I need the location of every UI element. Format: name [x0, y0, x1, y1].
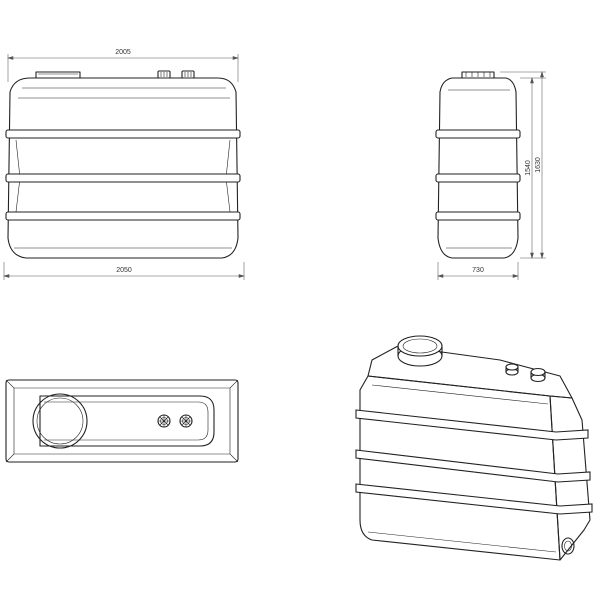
front-fittings: [157, 70, 195, 79]
side-tank-body: [437, 77, 519, 259]
front-filler-cap: [35, 71, 81, 79]
side-view: 730 1540 1630: [435, 71, 546, 280]
isometric-view: [355, 335, 593, 561]
iso-bands: [355, 409, 593, 515]
side-bands: [435, 129, 521, 221]
iso-side-face: [549, 395, 591, 561]
dim-label-2050: 2050: [116, 267, 132, 274]
top-outer-outline: [5, 379, 239, 463]
dim-label-1630: 1630: [535, 157, 542, 173]
iso-outlet: [561, 537, 575, 555]
dim-front-top: 2005: [7, 49, 239, 82]
top-view: [5, 379, 239, 463]
dim-side-height: 1540 1630: [500, 71, 546, 259]
front-bands: [5, 129, 241, 221]
top-fittings: [157, 414, 193, 428]
iso-front-face: [359, 375, 561, 561]
top-filler-opening: [32, 393, 88, 449]
dim-label-2005: 2005: [115, 49, 131, 56]
dim-side-width: 730: [437, 262, 519, 280]
dim-front-bottom: 2050: [3, 262, 245, 280]
dim-label-1540: 1540: [525, 160, 532, 176]
dim-label-730: 730: [472, 267, 484, 274]
iso-fittings: [505, 363, 546, 383]
front-tank-body: [7, 77, 239, 259]
front-view: 2005 2050: [3, 49, 245, 280]
iso-filler-cap: [397, 335, 443, 367]
top-raised-panel: [39, 395, 215, 447]
